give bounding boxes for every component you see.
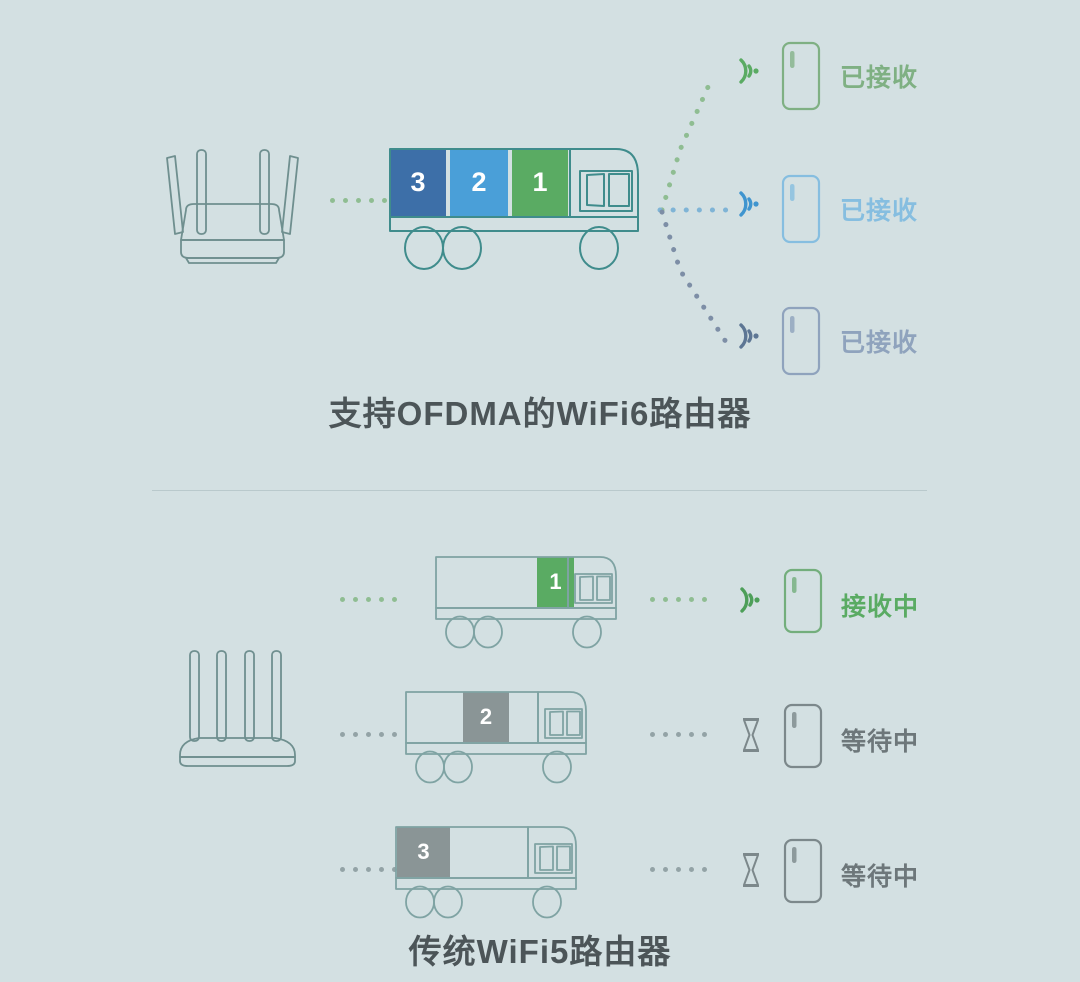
client-row-1: 已接收 xyxy=(730,40,990,111)
ofdma-truck: 3 2 1 xyxy=(388,143,648,273)
truck-to-phone-dots xyxy=(650,867,708,872)
wifi5-row-3: 3 xyxy=(0,815,1080,925)
status-badge: 等待中 xyxy=(841,728,920,756)
smartphone-icon xyxy=(783,703,823,769)
truck-to-phone-dots xyxy=(650,732,708,737)
smartphone-icon xyxy=(781,174,821,244)
hourglass-icon xyxy=(743,718,759,752)
wifi5-truck-1: 1 xyxy=(434,553,624,653)
router-4-antenna-vertical-icon xyxy=(179,650,296,767)
router-to-truck-dots xyxy=(340,732,398,737)
cargo-block-label: 1 xyxy=(532,167,548,197)
cargo-block-1: 1 xyxy=(512,149,568,216)
wifi-signal-icon xyxy=(739,191,759,217)
smartphone-icon xyxy=(781,41,821,111)
wifi-signal-icon xyxy=(739,323,759,349)
router-to-truck-dots xyxy=(330,198,390,203)
cargo-block-label: 2 xyxy=(471,167,487,197)
hourglass-icon xyxy=(743,853,759,887)
truck-outline-icon xyxy=(395,826,577,919)
cargo-block-label: 3 xyxy=(417,839,430,864)
truck-to-phone-dots xyxy=(650,597,708,602)
status-badge: 已接收 xyxy=(840,64,919,92)
wifi5-row-1: 1 xyxy=(0,545,1080,655)
status-badge: 已接收 xyxy=(840,197,919,225)
status-badge: 已接收 xyxy=(840,329,919,357)
cargo-block-2: 2 xyxy=(463,692,509,742)
cargo-block-label: 2 xyxy=(479,704,493,729)
smartphone-icon xyxy=(783,838,823,904)
cargo-block-label: 1 xyxy=(549,569,562,594)
page-title-wifi5: 传统WiFi5路由器 xyxy=(408,933,672,970)
smartphone-icon xyxy=(783,568,823,634)
wifi-signal-icon xyxy=(740,587,760,613)
truck-to-clients-dots xyxy=(657,75,731,345)
top-section: 3 2 1 xyxy=(0,0,1080,470)
router-to-truck-dots xyxy=(340,867,398,872)
router-4-antenna-icon xyxy=(166,149,299,264)
bottom-section: 1 xyxy=(0,500,1080,982)
wifi-signal-icon xyxy=(739,58,759,84)
smartphone-icon xyxy=(781,306,821,376)
page-title-wifi6: 支持OFDMA的WiFi6路由器 xyxy=(328,395,752,432)
cargo-block-2: 2 xyxy=(450,149,508,216)
truck-outline-icon xyxy=(389,148,639,270)
cargo-block-label: 3 xyxy=(410,167,426,197)
status-badge: 接收中 xyxy=(841,593,920,621)
section-divider xyxy=(152,490,927,491)
truck-outline-icon xyxy=(405,691,587,784)
status-badge: 等待中 xyxy=(841,863,920,891)
wifi5-row-2: 2 xyxy=(0,680,1080,790)
truck-outline-icon xyxy=(435,556,617,649)
wifi5-truck-3: 3 xyxy=(394,823,584,923)
cargo-block-3: 3 xyxy=(397,827,450,877)
cargo-block-3: 3 xyxy=(390,149,446,216)
router-to-truck-dots xyxy=(340,597,398,602)
client-row-2: 已接收 xyxy=(730,173,990,244)
wifi5-truck-2: 2 xyxy=(404,688,594,788)
client-row-3: 已接收 xyxy=(730,305,990,376)
